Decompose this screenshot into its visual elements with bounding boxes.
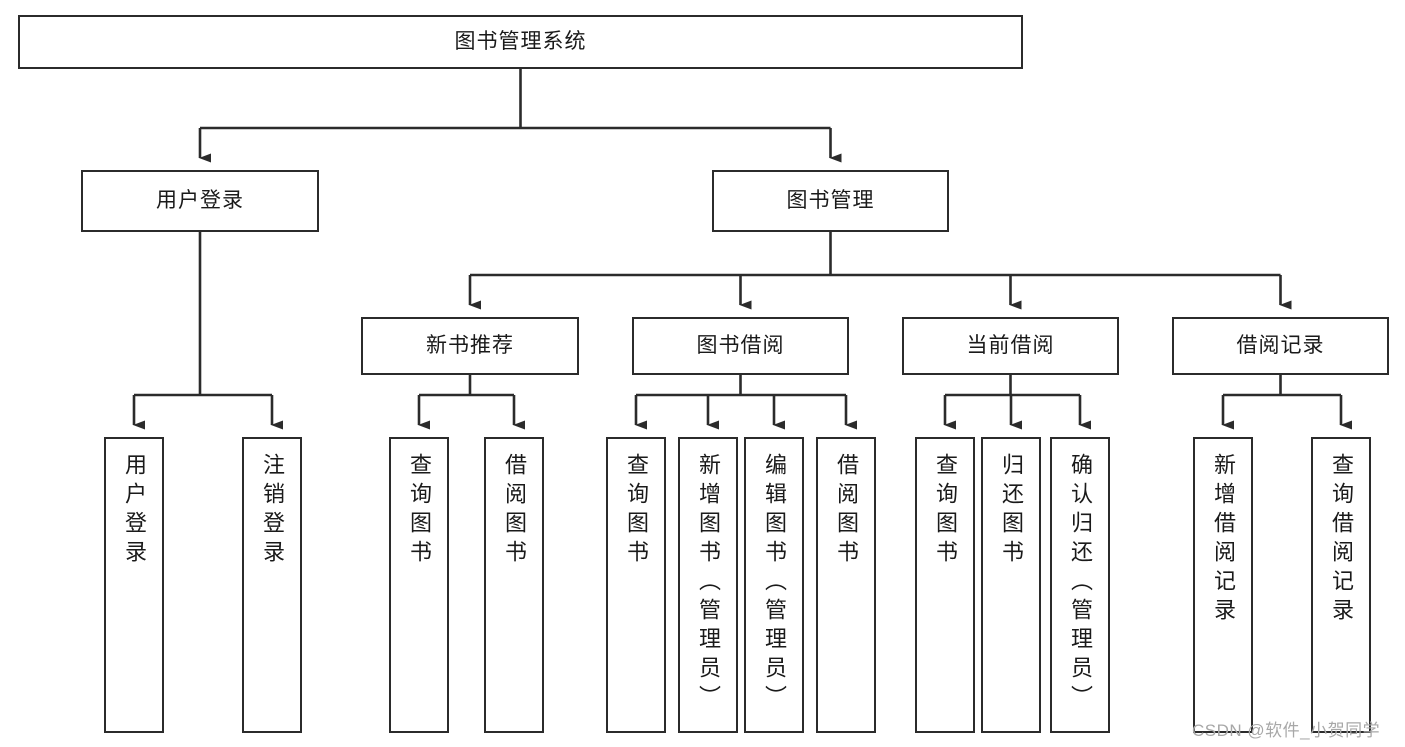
node-label: 图书管理系统	[454, 29, 587, 53]
node-leaf-add-record[interactable]: 新增借阅记录	[1193, 437, 1253, 733]
node-label: 新增借阅记录	[1211, 453, 1236, 627]
node-leaf-user-login[interactable]: 用户登录	[104, 437, 164, 733]
node-leaf-edit-book[interactable]: 编辑图书（管理员）	[744, 437, 804, 733]
node-leaf-confirm-return[interactable]: 确认归还（管理员）	[1050, 437, 1110, 733]
node-new-book-rec[interactable]: 新书推荐	[361, 317, 579, 375]
node-label: 归还图书	[999, 453, 1024, 569]
node-leaf-borrow-book-2[interactable]: 借阅图书	[816, 437, 876, 733]
node-user-login[interactable]: 用户登录	[81, 170, 319, 232]
node-leaf-return-book[interactable]: 归还图书	[981, 437, 1041, 733]
node-book-manage[interactable]: 图书管理	[712, 170, 949, 232]
node-label: 查询借阅记录	[1329, 453, 1354, 627]
node-leaf-query-record[interactable]: 查询借阅记录	[1311, 437, 1371, 733]
node-leaf-borrow-book-1[interactable]: 借阅图书	[484, 437, 544, 733]
node-label: 图书管理	[786, 188, 875, 212]
node-label: 借阅图书	[502, 453, 527, 569]
node-label: 查询图书	[407, 453, 432, 569]
node-label: 借阅记录	[1236, 333, 1325, 357]
node-label: 当前借阅	[966, 333, 1055, 357]
node-root[interactable]: 图书管理系统	[18, 15, 1023, 69]
node-leaf-query-book-3[interactable]: 查询图书	[915, 437, 975, 733]
node-label: 新书推荐	[426, 333, 514, 357]
node-label: 用户登录	[122, 453, 147, 569]
node-label: 查询图书	[933, 453, 958, 569]
node-leaf-logout[interactable]: 注销登录	[242, 437, 302, 733]
node-label: 新增图书（管理员）	[696, 453, 721, 714]
node-label: 确认归还（管理员）	[1068, 453, 1093, 714]
node-leaf-query-book-2[interactable]: 查询图书	[606, 437, 666, 733]
node-label: 用户登录	[156, 188, 244, 212]
node-leaf-query-book-1[interactable]: 查询图书	[389, 437, 449, 733]
node-borrow-record[interactable]: 借阅记录	[1172, 317, 1389, 375]
connector-group	[132, 69, 1352, 430]
node-label: 注销登录	[260, 453, 285, 569]
node-leaf-add-book[interactable]: 新增图书（管理员）	[678, 437, 738, 733]
node-current-borrow[interactable]: 当前借阅	[902, 317, 1119, 375]
node-book-borrow[interactable]: 图书借阅	[632, 317, 849, 375]
node-label: 借阅图书	[834, 453, 859, 569]
node-label: 查询图书	[624, 453, 649, 569]
node-label: 图书借阅	[696, 333, 785, 357]
node-label: 编辑图书（管理员）	[762, 453, 787, 714]
